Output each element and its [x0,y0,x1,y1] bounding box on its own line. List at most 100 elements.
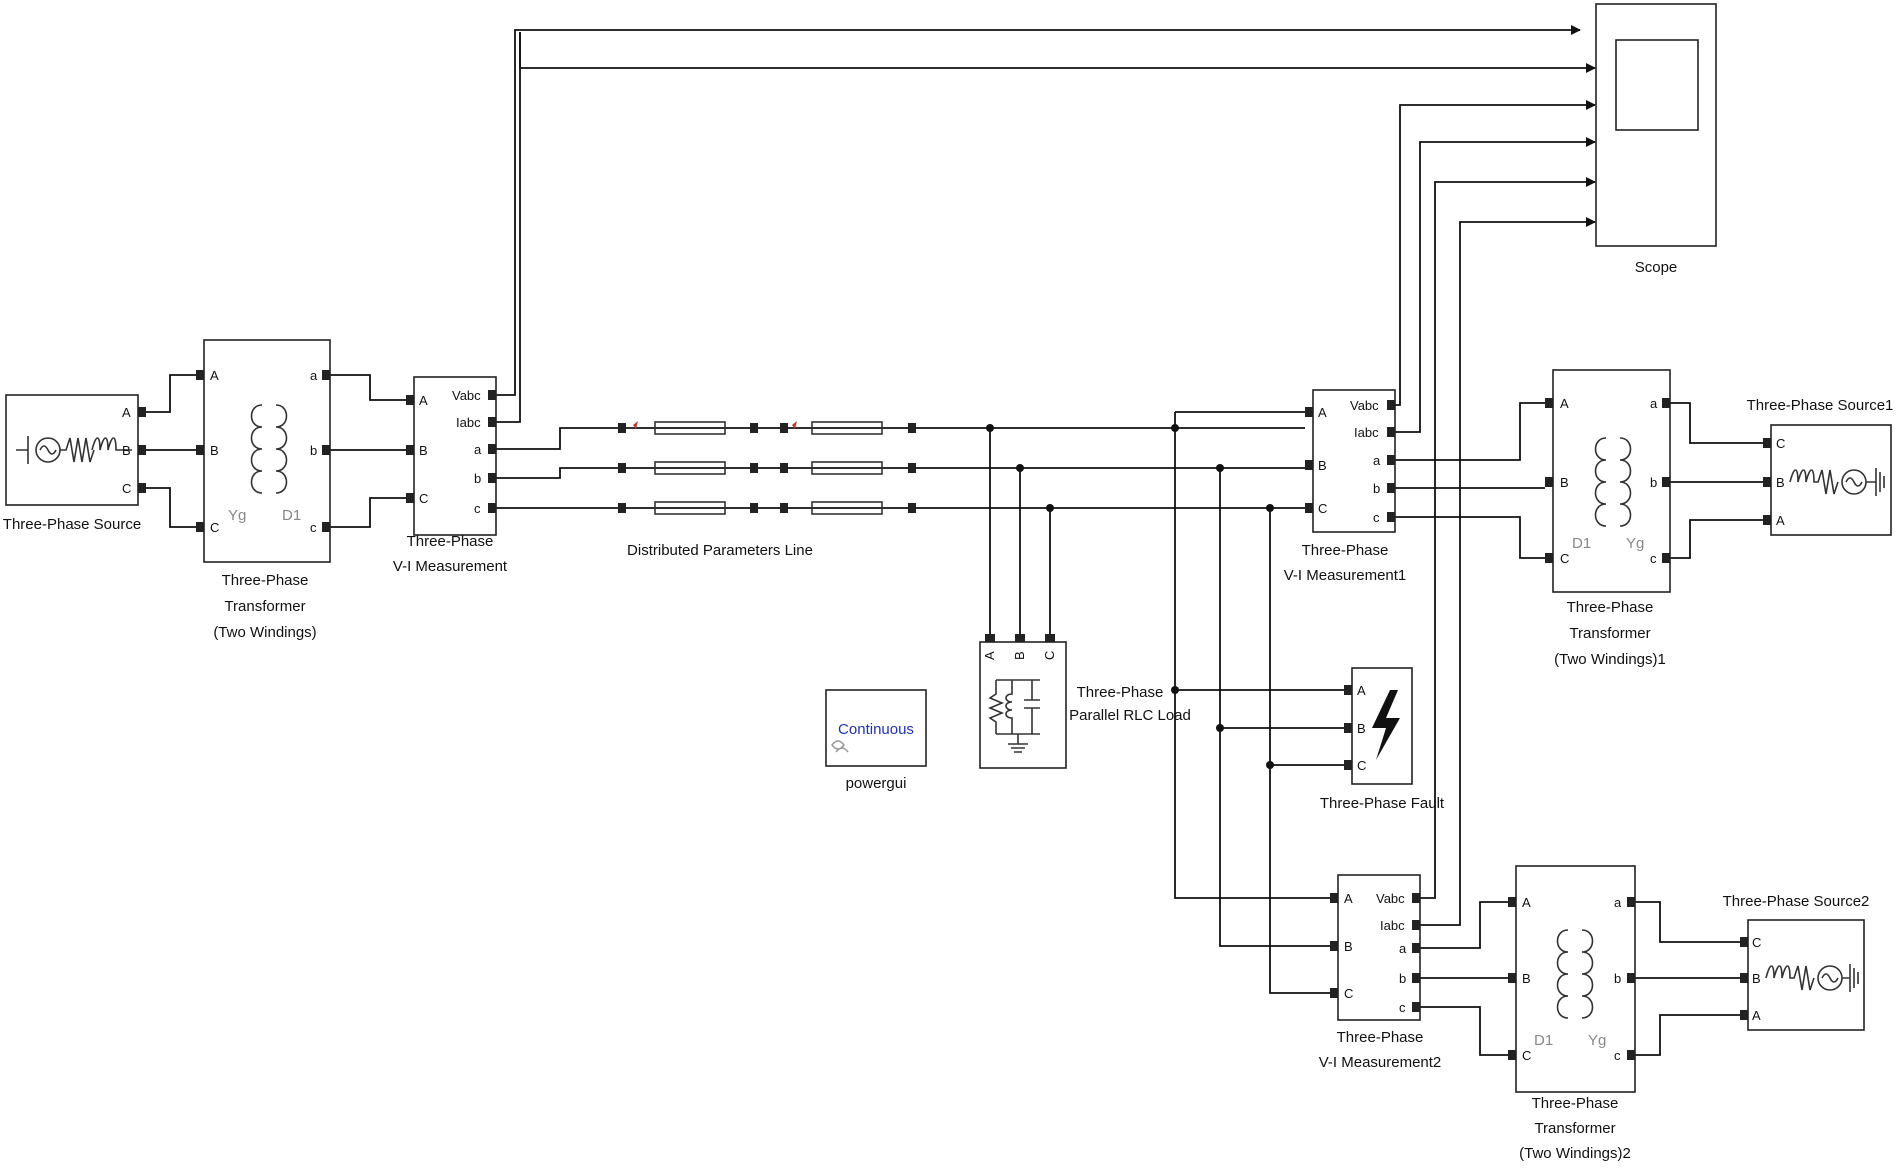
svg-text:Transformer: Transformer [1534,1120,1615,1137]
svg-text:c: c [1399,1000,1406,1015]
three-phase-fault-block[interactable]: A B C Three-Phase Fault [1320,667,1445,812]
svg-text:Yg: Yg [1626,535,1644,552]
svg-text:Three-Phase: Three-Phase [1337,1029,1424,1046]
svg-text:Three-Phase: Three-Phase [1077,684,1164,701]
svg-text:A: A [1318,405,1327,420]
scope-label: Scope [1635,259,1678,276]
svg-text:(Two Windings): (Two Windings) [213,624,316,641]
svg-text:a: a [1650,396,1658,411]
svg-text:c: c [1650,551,1657,566]
svg-text:C: C [1344,986,1353,1001]
svg-text:D1: D1 [1572,535,1591,552]
transformer-block[interactable]: A B C a b c Yg D1 Three-Phase Transforme… [196,339,331,641]
branch-dot [1216,464,1224,472]
powergui-mode: Continuous [838,721,914,738]
svg-text:B: B [210,443,219,458]
branch-dot [1016,464,1024,472]
parallel-rlc-load-block[interactable]: A B C Three-Phase Parallel RLC Load [979,634,1191,769]
source3-label: Three-Phase Source2 [1723,893,1870,910]
svg-text:B: B [1560,475,1569,490]
svg-text:B: B [1318,458,1327,473]
svg-text:Yg: Yg [1588,1032,1606,1049]
wires [146,25,1763,1056]
svg-text:a: a [1614,895,1622,910]
scope-block[interactable]: Scope [1595,3,1717,276]
svg-text:a: a [1399,941,1407,956]
three-phase-source1-block[interactable]: C B A Three-Phase Source1 [1747,397,1894,536]
svg-text:C: C [122,481,131,496]
wire-vi1-vabc [496,25,1581,396]
svg-text:C: C [1776,436,1785,451]
svg-text:Three-Phase: Three-Phase [407,533,494,550]
svg-text:A: A [1776,513,1785,528]
svg-text:C: C [419,491,428,506]
vi-measurement2-block[interactable]: A B C Vabc Iabc a b c Three-Phase V-I Me… [1319,874,1442,1071]
wire-vi1-iabc [496,32,521,423]
svg-text:B: B [419,443,428,458]
transformer1-block[interactable]: A B C a b c D1 Yg Three-Phase Transforme… [1545,369,1671,668]
svg-text:B: B [122,443,131,458]
vi-measurement-block[interactable]: A B C Vabc Iabc a b c Three-Phase V-I Me… [393,376,508,575]
svg-text:c: c [1373,510,1380,525]
wire-vi3-a [1420,901,1508,949]
svg-text:Iabc: Iabc [456,415,481,430]
wire-src1-C [146,487,196,528]
svg-text:c: c [474,501,481,516]
svg-text:A: A [1522,895,1531,910]
wire-vi3-iabc [1420,217,1596,926]
wire-vi2-vabc [1395,100,1596,406]
svg-text:b: b [1614,971,1621,986]
svg-text:C: C [1560,551,1569,566]
svg-text:c: c [310,520,317,535]
wire-tr3-a [1635,901,1740,943]
svg-text:a: a [474,442,482,457]
branch-dot [986,424,994,432]
svg-text:A: A [122,405,131,420]
wire-vi1-b [496,467,618,479]
svg-text:b: b [474,471,481,486]
powergui-label: powergui [846,775,907,792]
svg-text:b: b [1399,971,1406,986]
svg-text:D1: D1 [282,507,301,524]
three-phase-source-block[interactable]: A B C Three-Phase Source [3,394,146,533]
wire-vi1-a [496,427,618,450]
svg-text:D1: D1 [1534,1032,1553,1049]
svg-text:b: b [1373,481,1380,496]
svg-text:A: A [1344,891,1353,906]
wire-vi2-iabc [1395,137,1596,433]
svg-text:b: b [1650,475,1657,490]
branch-dot [1171,424,1179,432]
svg-text:V-I Measurement2: V-I Measurement2 [1319,1054,1442,1071]
svg-text:C: C [1752,935,1761,950]
branch-dot [1046,504,1054,512]
transformer2-block[interactable]: A B C a b c D1 Yg Three-Phase Transforme… [1508,865,1636,1162]
svg-text:A: A [210,368,219,383]
svg-text:Vabc: Vabc [452,388,481,403]
svg-text:C: C [1318,501,1327,516]
powergui-block[interactable]: Continuous powergui [825,689,927,792]
wire-vi2-a [1395,402,1545,461]
svg-text:(Two Windings)2: (Two Windings)2 [1519,1145,1631,1162]
svg-text:Transformer: Transformer [1569,625,1650,642]
source2-label: Three-Phase Source1 [1747,397,1894,414]
svg-text:Three-Phase: Three-Phase [222,572,309,589]
fault-label: Three-Phase Fault [1320,795,1445,812]
wire-tr2-a [1670,402,1763,444]
svg-text:C: C [1522,1048,1531,1063]
wire-vi1-iabc-scope [519,32,1596,73]
svg-text:Parallel RLC Load: Parallel RLC Load [1069,707,1191,724]
svg-text:c: c [1614,1048,1621,1063]
distributed-parameters-line-block[interactable]: Distributed Parameters Line [618,421,916,559]
svg-text:C: C [1042,651,1057,660]
svg-text:a: a [310,368,318,383]
svg-text:A: A [419,393,428,408]
svg-text:Yg: Yg [228,507,246,524]
svg-text:A: A [982,651,997,660]
svg-text:C: C [1357,758,1366,773]
vi-measurement1-block[interactable]: A B C Vabc Iabc a b c Three-Phase V-I Me… [1284,389,1407,584]
three-phase-source2-block[interactable]: C B A Three-Phase Source2 [1723,893,1870,1031]
wire-vi3-c [1420,1006,1508,1056]
svg-text:A: A [1752,1008,1761,1023]
wire-vi3-vabc [1420,177,1596,899]
svg-text:Three-Phase: Three-Phase [1302,542,1389,559]
